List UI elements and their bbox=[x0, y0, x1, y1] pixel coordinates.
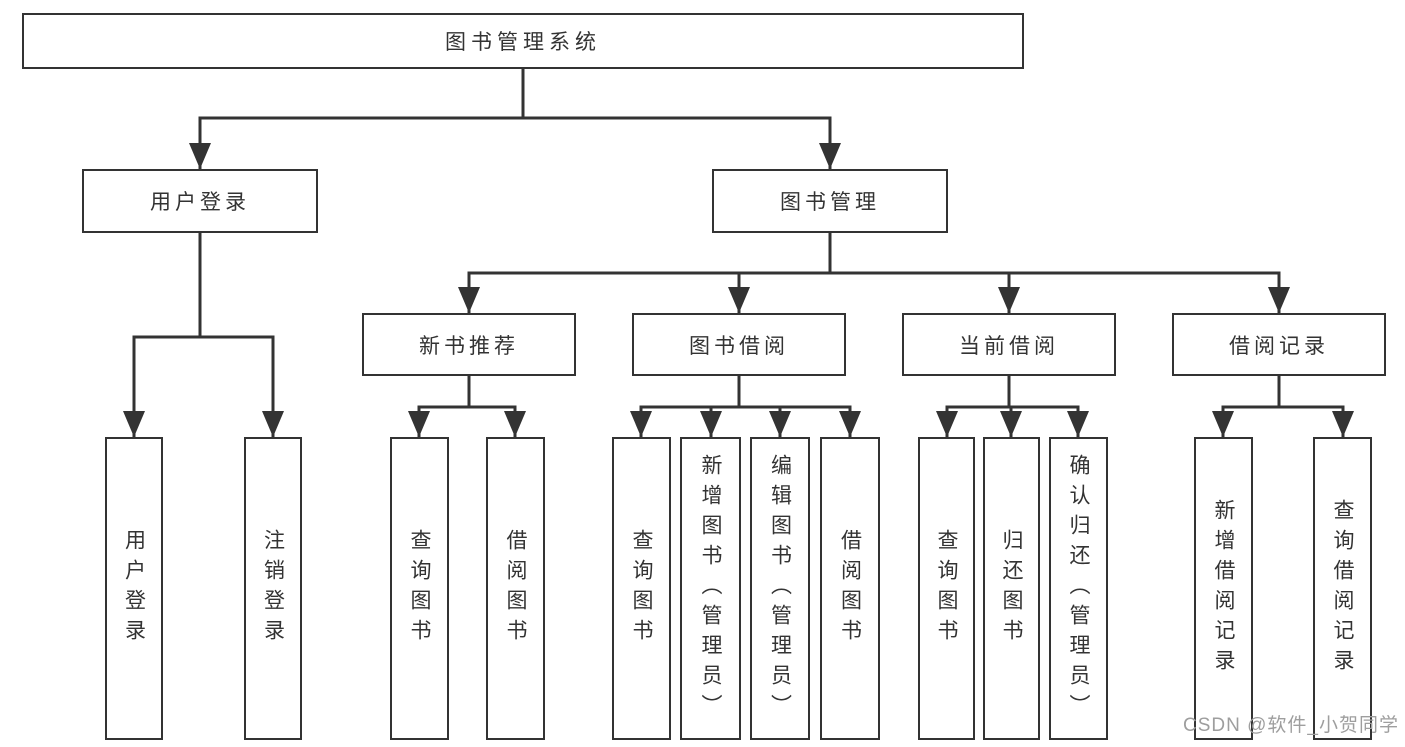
node-label: 图书管理系统 bbox=[445, 31, 601, 54]
node-label: 用户登录 bbox=[122, 528, 146, 649]
node-label: 新增图书（管理员） bbox=[699, 453, 722, 724]
node-label: 新增借阅记录 bbox=[1212, 498, 1235, 679]
node-label: 查询图书 bbox=[630, 528, 653, 649]
node-label: 图书借阅 bbox=[689, 334, 789, 358]
node-label: 注销登录 bbox=[261, 528, 285, 649]
node-query-borrow-record: 查询借阅记录 bbox=[1313, 437, 1372, 740]
node-book-management: 图书管理 bbox=[712, 169, 948, 233]
node-label: 新书推荐 bbox=[419, 334, 519, 358]
node-new-book-recommendation: 新书推荐 bbox=[362, 313, 576, 376]
node-edit-books-admin: 编辑图书（管理员） bbox=[750, 437, 810, 740]
node-user-login: 用户登录 bbox=[82, 169, 318, 233]
watermark-text: CSDN @软件_小贺同学 bbox=[1183, 715, 1399, 736]
node-label: 查询借阅记录 bbox=[1331, 498, 1354, 679]
node-current-borrowing: 当前借阅 bbox=[902, 313, 1116, 376]
node-label: 查询图书 bbox=[935, 528, 958, 649]
node-library-management-system: 图书管理系统 bbox=[22, 13, 1024, 69]
node-add-borrow-record: 新增借阅记录 bbox=[1194, 437, 1253, 740]
node-confirm-return-admin: 确认归还（管理员） bbox=[1049, 437, 1108, 740]
node-label: 借阅记录 bbox=[1229, 334, 1329, 358]
node-add-books-admin: 新增图书（管理员） bbox=[680, 437, 741, 740]
node-query-books-recommend: 查询图书 bbox=[390, 437, 449, 740]
node-label: 用户登录 bbox=[150, 191, 250, 214]
node-user-login-action: 用户登录 bbox=[105, 437, 163, 740]
node-borrowing-records: 借阅记录 bbox=[1172, 313, 1386, 376]
node-query-books-current: 查询图书 bbox=[918, 437, 975, 740]
node-label: 图书管理 bbox=[780, 191, 880, 214]
node-label: 查询图书 bbox=[408, 528, 431, 649]
node-label: 借阅图书 bbox=[504, 528, 527, 649]
node-label: 编辑图书（管理员） bbox=[768, 453, 792, 724]
node-label: 借阅图书 bbox=[838, 528, 862, 649]
node-label: 确认归还（管理员） bbox=[1067, 453, 1090, 724]
node-label: 当前借阅 bbox=[959, 334, 1059, 358]
node-logout-action: 注销登录 bbox=[244, 437, 302, 740]
node-book-borrowing: 图书借阅 bbox=[632, 313, 846, 376]
node-query-books-borrow: 查询图书 bbox=[612, 437, 671, 740]
node-label: 归还图书 bbox=[1000, 528, 1023, 649]
node-borrow-books-borrow: 借阅图书 bbox=[820, 437, 880, 740]
node-borrow-books-recommend: 借阅图书 bbox=[486, 437, 545, 740]
node-return-books: 归还图书 bbox=[983, 437, 1040, 740]
